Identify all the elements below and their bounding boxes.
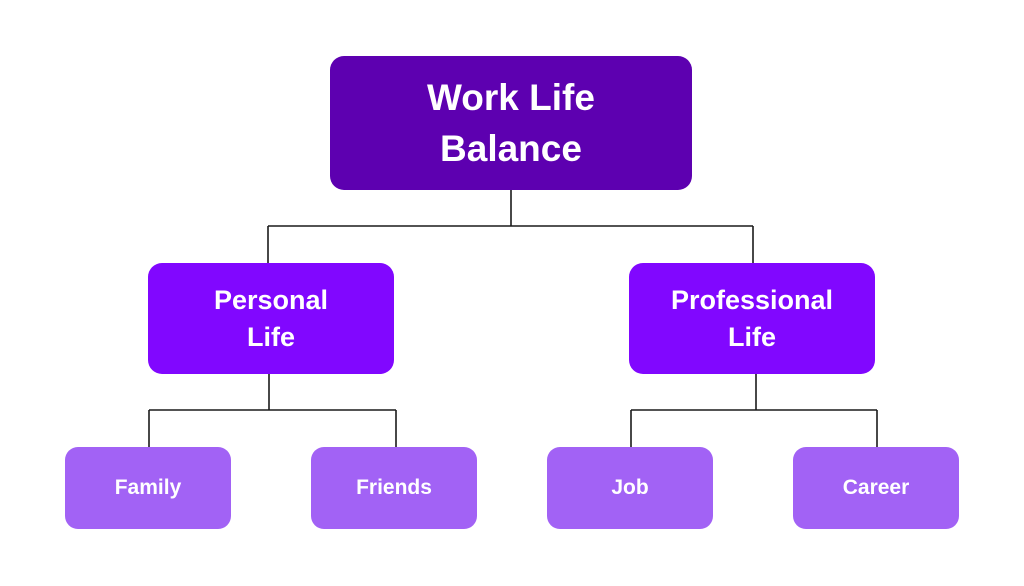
root-node-label: Work Life Balance xyxy=(427,77,595,169)
leaf-node-family: Family xyxy=(65,447,231,529)
leaf-node-label: Job xyxy=(611,476,649,499)
leaf-node-label: Friends xyxy=(356,476,432,499)
leaf-node-career: Career xyxy=(793,447,959,529)
branch-node-label: Professional Life xyxy=(670,284,834,352)
branch-node-label: Personal Life xyxy=(213,284,329,352)
leaf-node-job: Job xyxy=(547,447,713,529)
branch-node-personal-life: Personal Life xyxy=(148,263,394,374)
branch-node-professional-life: Professional Life xyxy=(629,263,875,374)
leaf-node-label: Career xyxy=(842,476,910,499)
root-node-work-life-balance: Work Life Balance xyxy=(330,56,692,190)
leaf-node-friends: Friends xyxy=(311,447,477,529)
leaf-node-label: Family xyxy=(114,476,182,499)
